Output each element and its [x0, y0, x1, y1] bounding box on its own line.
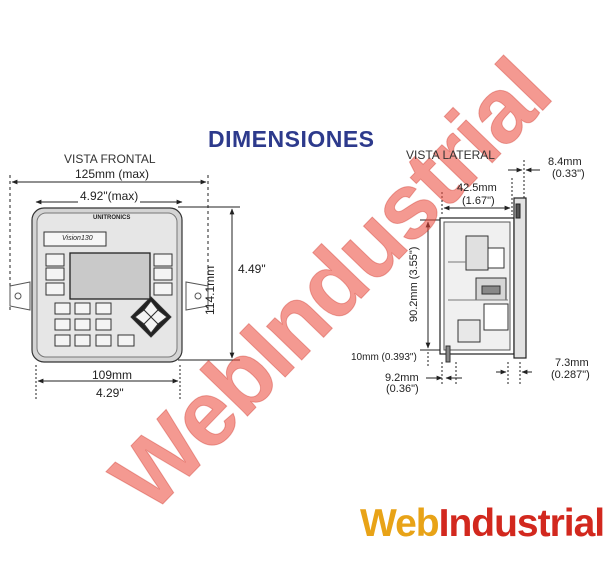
- numeric-keypad: [54, 302, 135, 347]
- front-view-caption: VISTA FRONTAL: [64, 152, 156, 166]
- side-rear-in: (0.287"): [551, 369, 590, 381]
- side-panel-depth-in: (0.36"): [386, 383, 419, 395]
- front-height-in: 4.49": [238, 262, 266, 276]
- brand-logo-industrial: Industrial: [438, 502, 606, 545]
- screen-width-in: 4.29": [96, 386, 124, 400]
- front-height-mm: 114.1mm: [203, 265, 217, 315]
- side-offset: 10mm (0.393"): [351, 352, 417, 363]
- side-depth: 42.5mm: [457, 182, 497, 194]
- side-view-caption: VISTA LATERAL: [406, 148, 495, 162]
- side-panel-depth: 9.2mm: [385, 372, 419, 384]
- front-width-mm: 125mm (max): [75, 167, 150, 181]
- device-side: [439, 197, 527, 363]
- device-model-label: Vision130: [62, 235, 93, 242]
- function-keys: [45, 253, 173, 296]
- screen-width-mm: 109mm: [92, 368, 133, 382]
- side-bezel: 8.4mm: [548, 156, 582, 168]
- side-body-height: 90.2mm (3.55"): [408, 246, 420, 322]
- brand-logo: WebIndustrial: [360, 502, 606, 546]
- side-bezel-in: (0.33"): [552, 168, 585, 180]
- front-width-in: 4.92"(max): [78, 189, 141, 203]
- side-rear: 7.3mm: [555, 357, 589, 369]
- brand-logo-web: Web: [360, 502, 440, 545]
- mounting-clips: [9, 281, 209, 311]
- page-title: DIMENSIONES: [208, 126, 375, 152]
- navigation-keypad: [130, 296, 172, 338]
- device-brand-label: UNITRONICS: [93, 215, 131, 221]
- side-depth-in: (1.67"): [462, 195, 495, 207]
